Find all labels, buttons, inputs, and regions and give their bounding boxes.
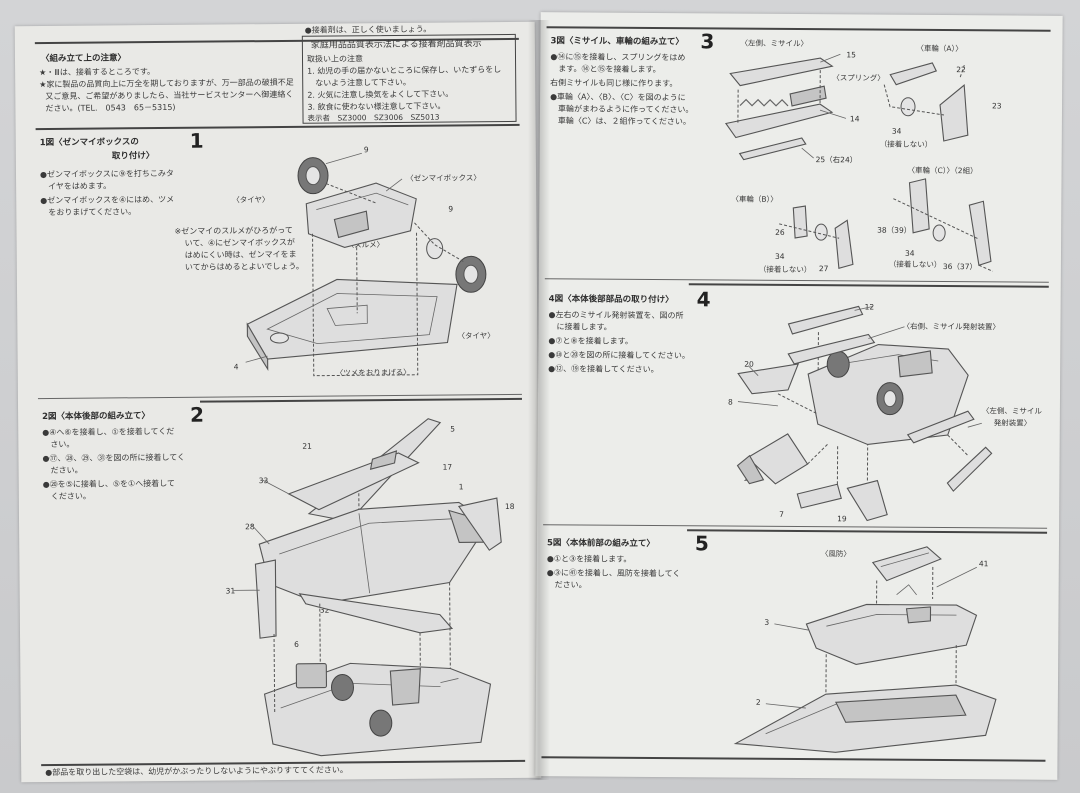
right-page: 3図〈ミサイル、車輪の組み立て〉 3 ●⑭に⑮を接着し、スプリングをはめ ます。… bbox=[535, 12, 1063, 780]
bag-warning: ●部品を取り出した空袋は、幼児がかぶったりしないようにやぶりすててください。 bbox=[45, 765, 348, 778]
step4-illustration bbox=[736, 305, 993, 522]
step5-illustration bbox=[733, 546, 997, 753]
tire-icon bbox=[369, 709, 393, 737]
tire-icon bbox=[330, 673, 354, 701]
step3-illustration bbox=[724, 53, 994, 272]
left-page: ●接着剤は、正しく使いましょう。 〈組み立て上の注意〉 ★・Ⅲは、接着するところ… bbox=[14, 21, 542, 783]
book-gutter bbox=[528, 20, 550, 780]
step1-illustration bbox=[245, 152, 487, 377]
step2-illustration bbox=[233, 418, 502, 757]
